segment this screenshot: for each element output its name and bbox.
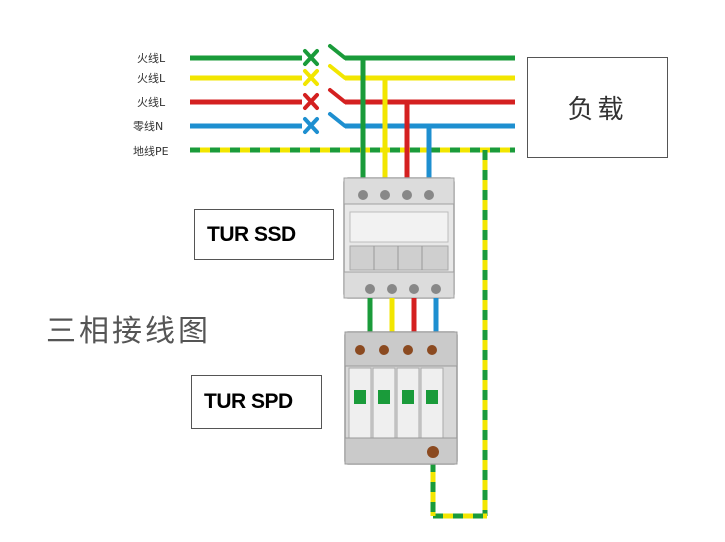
spd-tag: TUR SPD (191, 375, 322, 429)
disconnect-switch-marks (303, 44, 347, 134)
spd-label: TUR SPD (204, 390, 293, 413)
phase-drops (360, 58, 432, 186)
load-box: 负载 (527, 57, 668, 158)
wire-label-n: 零线N (133, 120, 164, 133)
supply-wires-right (345, 55, 515, 129)
wire-label-l1: 火线L (137, 52, 166, 65)
wire-label-pe: 地线PE (133, 145, 169, 158)
wire-label-l3: 火线L (137, 96, 166, 109)
load-label: 负载 (567, 95, 628, 125)
pe-wire (190, 147, 515, 519)
wire-label-l2: 火线L (137, 72, 166, 85)
breaker-tag: TUR SSD (194, 209, 334, 260)
breaker-device (343, 177, 455, 299)
spd-device (344, 331, 458, 465)
supply-wires-left (190, 55, 302, 129)
breaker-label: TUR SSD (207, 222, 296, 246)
diagram-title: 三相接线图 (46, 314, 211, 349)
